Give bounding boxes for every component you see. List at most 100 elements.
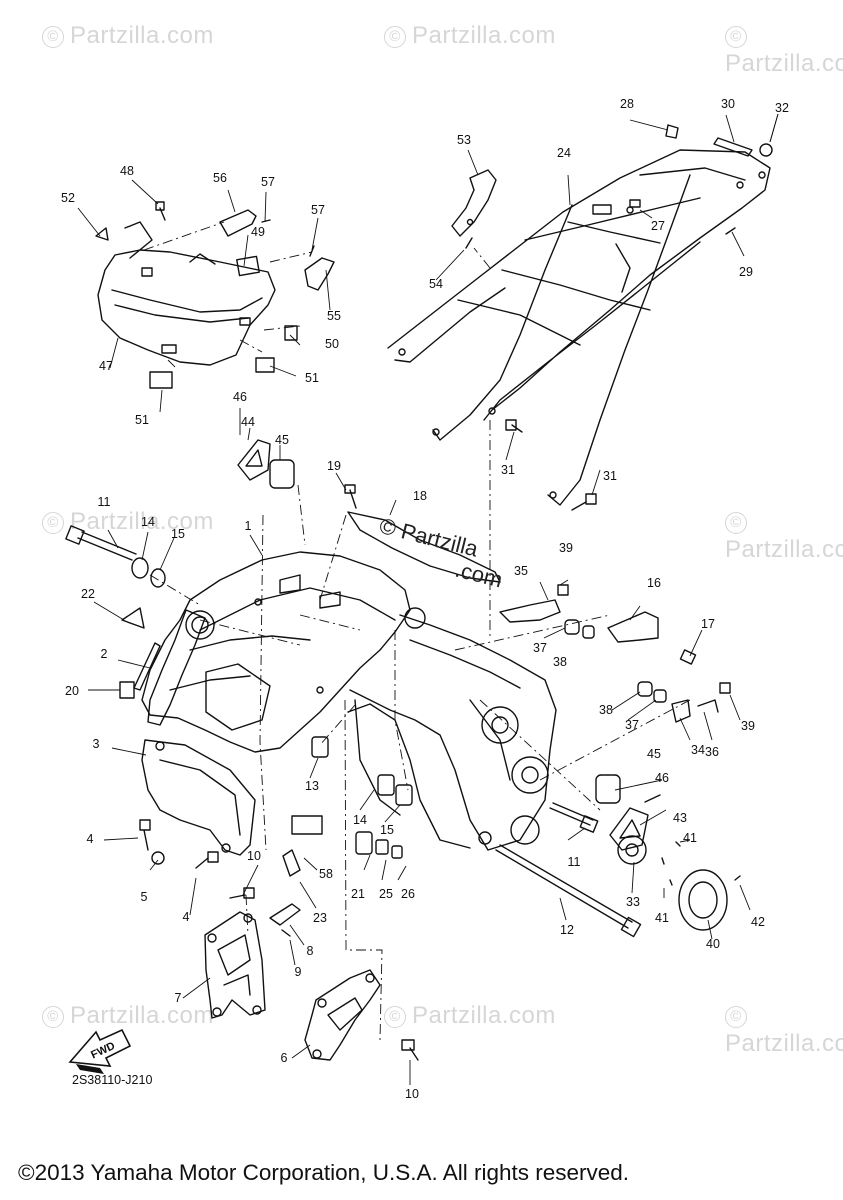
diagram-code: 2S38110-J210 (72, 1073, 153, 1087)
cover-47 (97, 221, 276, 366)
callout-8: 8 (307, 944, 314, 958)
label-49 (236, 255, 260, 277)
bracket-3 (141, 739, 256, 856)
label-50 (284, 325, 298, 341)
guide-lines (143, 221, 691, 1041)
bracket-16 (607, 611, 659, 643)
callout-31: 31 (603, 469, 617, 483)
callout-3: 3 (93, 737, 100, 751)
callout-47: 47 (99, 359, 113, 373)
callout-14: 14 (353, 813, 367, 827)
callout-30: 30 (721, 97, 735, 111)
callout-4: 4 (183, 910, 190, 924)
leader-lines (77, 113, 779, 1085)
main-frame-outline (141, 551, 557, 851)
rear-frame-outline (387, 149, 771, 506)
callout-54: 54 (429, 277, 443, 291)
callout-52: 52 (61, 191, 75, 205)
callout-layer: 1234456789101011111213141415151617181920… (61, 97, 789, 1101)
label-52 (95, 227, 109, 241)
watermark-top-right: ©Partzilla.com (725, 26, 843, 77)
callout-22: 22 (81, 587, 95, 601)
callout-50: 50 (325, 337, 339, 351)
callout-15: 15 (380, 823, 394, 837)
callout-36: 36 (705, 745, 719, 759)
callout-10: 10 (405, 1087, 419, 1101)
callout-53: 53 (457, 133, 471, 147)
callout-7: 7 (175, 991, 182, 1005)
callout-20: 20 (65, 684, 79, 698)
callout-57: 57 (311, 203, 325, 217)
label-58 (291, 815, 323, 835)
callout-2: 2 (101, 647, 108, 661)
label-2 (133, 642, 161, 691)
bracket-18 (347, 511, 501, 583)
callout-19: 19 (327, 459, 341, 473)
copyright-notice: ©2013 Yamaha Motor Corporation, U.S.A. A… (18, 1160, 630, 1185)
callout-15: 15 (171, 527, 185, 541)
bolt-11-left (65, 525, 137, 561)
tube-front (147, 609, 206, 726)
bracket-6 (304, 969, 381, 1061)
callout-13: 13 (305, 779, 319, 793)
watermark-bottom-left: ©Partzilla.com (42, 1002, 214, 1030)
callout-43: 43 (673, 811, 687, 825)
callout-41: 41 (683, 831, 697, 845)
callout-38: 38 (599, 703, 613, 717)
callout-25: 25 (379, 887, 393, 901)
callout-46: 46 (655, 771, 669, 785)
label-20 (119, 681, 135, 699)
callout-42: 42 (751, 915, 765, 929)
callout-38: 38 (553, 655, 567, 669)
callout-41: 41 (655, 911, 669, 925)
label-23 (282, 849, 301, 877)
label-51a (255, 357, 275, 373)
callout-11: 11 (568, 855, 581, 869)
small-bolts (139, 124, 773, 1061)
bracket-7 (204, 911, 266, 1019)
callout-14: 14 (141, 515, 155, 529)
callout-27: 27 (651, 219, 665, 233)
callout-5: 5 (141, 890, 148, 904)
callout-21: 21 (351, 887, 365, 901)
collars-13-14-15 (311, 736, 413, 859)
callout-44: 44 (241, 415, 255, 429)
callout-17: 17 (701, 617, 715, 631)
bracket-35 (499, 599, 561, 623)
callout-1: 1 (245, 519, 252, 533)
bracket-55 (304, 257, 335, 291)
callout-29: 29 (739, 265, 753, 279)
callout-39: 39 (741, 719, 755, 733)
parts-36-37-38-39 (557, 584, 731, 723)
callout-51: 51 (305, 371, 319, 385)
callout-48: 48 (120, 164, 134, 178)
bushing-44-45 (237, 439, 649, 851)
callout-39: 39 (559, 541, 573, 555)
callout-45: 45 (275, 433, 289, 447)
watermark-top-left: ©Partzilla.com (42, 22, 214, 50)
callout-12: 12 (560, 923, 574, 937)
callout-58: 58 (319, 867, 333, 881)
callout-37: 37 (625, 718, 639, 732)
callout-28: 28 (620, 97, 634, 111)
watermark-bottom-right: ©Partzilla.com (725, 1006, 843, 1057)
callout-32: 32 (775, 101, 789, 115)
bracket-53 (451, 169, 497, 237)
callout-55: 55 (327, 309, 341, 323)
callout-26: 26 (401, 887, 415, 901)
watermark-bottom-center: ©Partzilla.com (384, 1002, 556, 1030)
callout-40: 40 (706, 937, 720, 951)
callout-57: 57 (261, 175, 275, 189)
callout-35: 35 (514, 564, 528, 578)
callout-49: 49 (251, 225, 265, 239)
callout-6: 6 (281, 1051, 288, 1065)
watermark-mid-right: ©Partzilla.com (725, 512, 843, 563)
callout-37: 37 (533, 641, 547, 655)
callout-34: 34 (691, 743, 705, 757)
label-51b (149, 371, 173, 389)
callout-11: 11 (98, 495, 111, 509)
callout-4: 4 (87, 832, 94, 846)
clip-41 (661, 841, 681, 886)
watermark-top-center: ©Partzilla.com (384, 22, 556, 50)
callout-56: 56 (213, 171, 227, 185)
